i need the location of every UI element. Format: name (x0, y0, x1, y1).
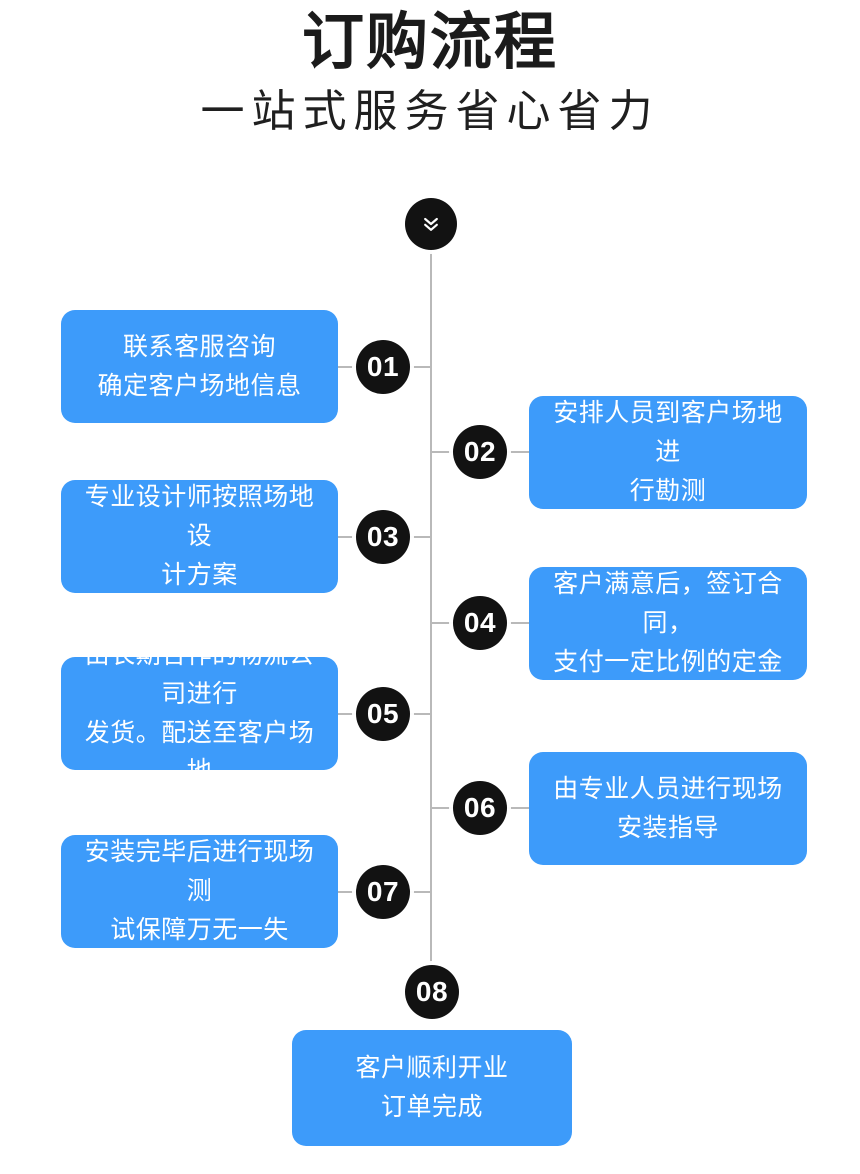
step-marker-05[interactable]: 05 (356, 687, 410, 741)
step-text-02: 安排人员到客户场地进 行勘测 (553, 399, 783, 505)
step-marker-04[interactable]: 04 (453, 596, 507, 650)
connector-04-left (432, 622, 453, 624)
connector-02-left (432, 451, 453, 453)
step-box-08[interactable]: 客户顺利开业 订单完成 (292, 1030, 572, 1146)
step-text-08: 客户顺利开业 订单完成 (355, 1054, 509, 1121)
connector-05-right (410, 713, 432, 715)
step-marker-03[interactable]: 03 (356, 510, 410, 564)
double-chevron-down-icon (424, 217, 438, 231)
step-box-05[interactable]: 由长期合作的物流公司进行 发货。配送至客户场地 (61, 641, 338, 785)
step-marker-01[interactable]: 01 (356, 340, 410, 394)
step-text-05: 由长期合作的物流公司进行 发货。配送至客户场地 (84, 641, 315, 786)
step-text-03: 专业设计师按照场地设 计方案 (84, 483, 315, 589)
step-box-03[interactable]: 专业设计师按照场地设 计方案 (61, 480, 338, 593)
step-box-02[interactable]: 安排人员到客户场地进 行勘测 (529, 396, 807, 509)
page-subtitle: 一站式服务省心省力 (200, 87, 660, 137)
step-marker-02[interactable]: 02 (453, 425, 507, 479)
connector-06-right (507, 807, 530, 809)
step-text-07: 安装完毕后进行现场测 试保障万无一失 (84, 838, 315, 944)
connector-03-right (410, 536, 432, 538)
timeline-start-marker (405, 198, 457, 250)
step-marker-06[interactable]: 06 (453, 781, 507, 835)
step-text-06: 由专业人员进行现场 安装指导 (553, 774, 783, 842)
connector-07-right (410, 891, 432, 893)
step-marker-08[interactable]: 08 (405, 965, 459, 1019)
step-box-07[interactable]: 安装完毕后进行现场测 试保障万无一失 (61, 835, 338, 948)
step-box-06[interactable]: 由专业人员进行现场 安装指导 (529, 752, 807, 865)
step-text-04: 客户满意后，签订合同， 支付一定比例的定金 (553, 570, 783, 676)
connector-06-left (432, 807, 453, 809)
step-box-01[interactable]: 联系客服咨询 确定客户场地信息 (61, 310, 338, 423)
step-text-01: 联系客服咨询 确定客户场地信息 (97, 332, 302, 400)
step-box-04[interactable]: 客户满意后，签订合同， 支付一定比例的定金 (529, 567, 807, 680)
timeline-spine (430, 224, 432, 994)
header: 订购流程 一站式服务省心省力 (0, 0, 860, 138)
connector-04-right (507, 622, 530, 624)
step-marker-07[interactable]: 07 (356, 865, 410, 919)
connector-02-right (507, 451, 530, 453)
connector-01-right (410, 366, 432, 368)
page-title: 订购流程 (301, 8, 558, 77)
